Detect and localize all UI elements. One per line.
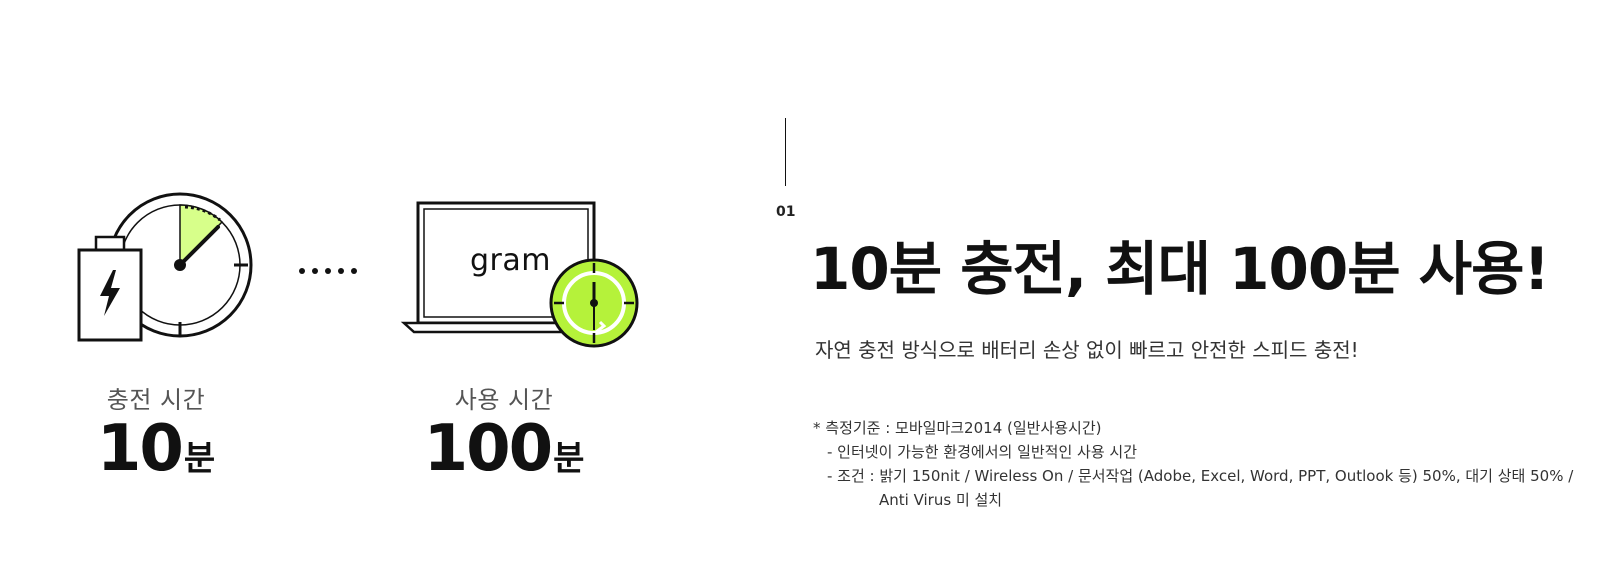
charge-time-number: 10 <box>96 412 184 486</box>
feature-index: 01 <box>776 204 796 220</box>
feature-subline: 자연 충전 방식으로 배터리 손상 없이 빠르고 안전한 스피드 충전! <box>815 338 1359 362</box>
usage-time-unit: 분 <box>553 439 585 479</box>
charge-time-unit: 분 <box>183 439 216 479</box>
fast-charge-illustration <box>77 192 639 348</box>
note-criteria: * 측정기준 : 모바일마크2014 (일반사용시간) <box>813 419 1102 437</box>
charge-time-value: 10분 <box>26 412 286 486</box>
feature-headline: 10분 충전, 최대 100분 사용! <box>810 235 1550 303</box>
usage-clock-icon <box>549 258 639 348</box>
usage-time-value: 100분 <box>374 412 634 486</box>
usage-time-number: 100 <box>423 412 554 486</box>
charge-time-label: 충전 시간 <box>106 386 206 414</box>
note-conditions: - 조건 : 밝기 150nit / Wireless On / 문서작업 (A… <box>827 467 1574 485</box>
laptop-brand: gram <box>470 243 551 278</box>
clock-icon <box>107 192 253 338</box>
usage-time-label: 사용 시간 <box>454 386 554 414</box>
note-conditions-cont: Anti Virus 미 설치 <box>879 491 1003 509</box>
ellipsis-icon <box>299 268 357 274</box>
note-environment: - 인터넷이 가능한 환경에서의 일반적인 사용 시간 <box>827 443 1138 461</box>
vertical-divider <box>785 118 786 186</box>
measurement-notes: * 측정기준 : 모바일마크2014 (일반사용시간) - 인터넷이 가능한 환… <box>813 416 1573 512</box>
battery-icon <box>77 235 143 342</box>
